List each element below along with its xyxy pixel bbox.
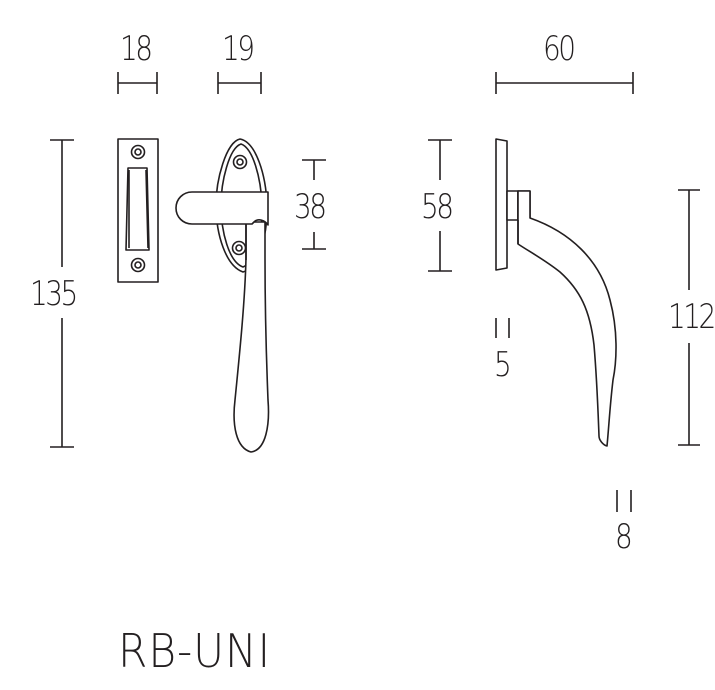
model-code-title: RB-UNI	[118, 624, 272, 678]
dim-18-marker	[117, 72, 158, 94]
handle-front-view	[175, 138, 270, 453]
dim-112-marker	[678, 189, 700, 446]
dim-label-112: 112	[668, 297, 715, 337]
dim-label-5: 5	[494, 345, 512, 385]
dim-60-marker	[495, 72, 634, 94]
dim-label-60: 60	[543, 29, 576, 69]
dim-label-19: 19	[222, 29, 255, 69]
strike-plate	[117, 138, 159, 283]
dim-label-58: 58	[421, 187, 454, 227]
dim-label-18: 18	[120, 29, 153, 69]
dim-38-marker	[302, 159, 326, 250]
dim-58-marker	[428, 139, 452, 272]
dim-label-8: 8	[615, 517, 633, 557]
dim-label-38: 38	[294, 187, 327, 227]
dim-8-marker	[616, 490, 632, 512]
dim-19-marker	[217, 72, 262, 94]
handle-side-view	[495, 138, 617, 447]
dim-5-marker	[495, 318, 510, 338]
dim-label-135: 135	[30, 274, 78, 314]
dim-135-marker	[50, 139, 74, 448]
